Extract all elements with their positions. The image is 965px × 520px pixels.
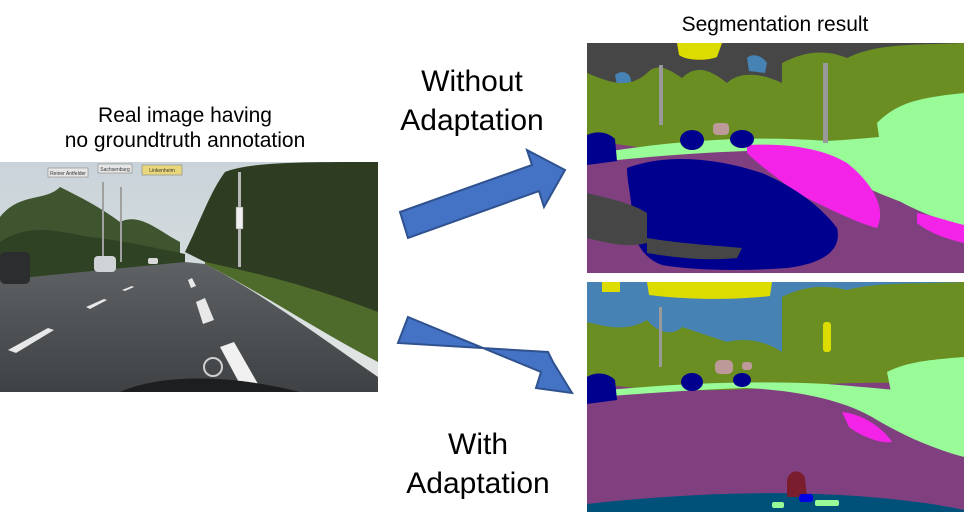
arrow-to-without (398, 147, 567, 240)
segmentation-without-adaptation (587, 43, 964, 273)
segmentation-with-adaptation (587, 282, 964, 512)
with-label-line-2: Adaptation (406, 467, 550, 500)
without-label-line-2: Adaptation (400, 104, 544, 137)
sign-right-text: Linkenheim (149, 168, 175, 174)
with-label-line-1: With (448, 428, 508, 461)
real-image-caption-line-1: Real image having (98, 104, 272, 127)
real-street-image: Reiner Antfelder Sachsenburg Linkenheim (0, 162, 378, 392)
segmentation-result-caption: Segmentation result (681, 13, 869, 36)
real-image-caption-line-2: no groundtruth annotation (64, 129, 306, 153)
arrows (396, 147, 574, 395)
arrow-to-with (396, 315, 574, 395)
sign-left-text: Reiner Antfelder (50, 171, 86, 177)
without-label-line-1: Without (421, 65, 523, 98)
without-adaptation-label: Without Adaptation (372, 62, 572, 140)
real-image-caption: Real image having no groundtruth annotat… (20, 103, 350, 153)
with-adaptation-label: With Adaptation (378, 425, 578, 503)
sign-mid-text: Sachsenburg (100, 167, 130, 173)
